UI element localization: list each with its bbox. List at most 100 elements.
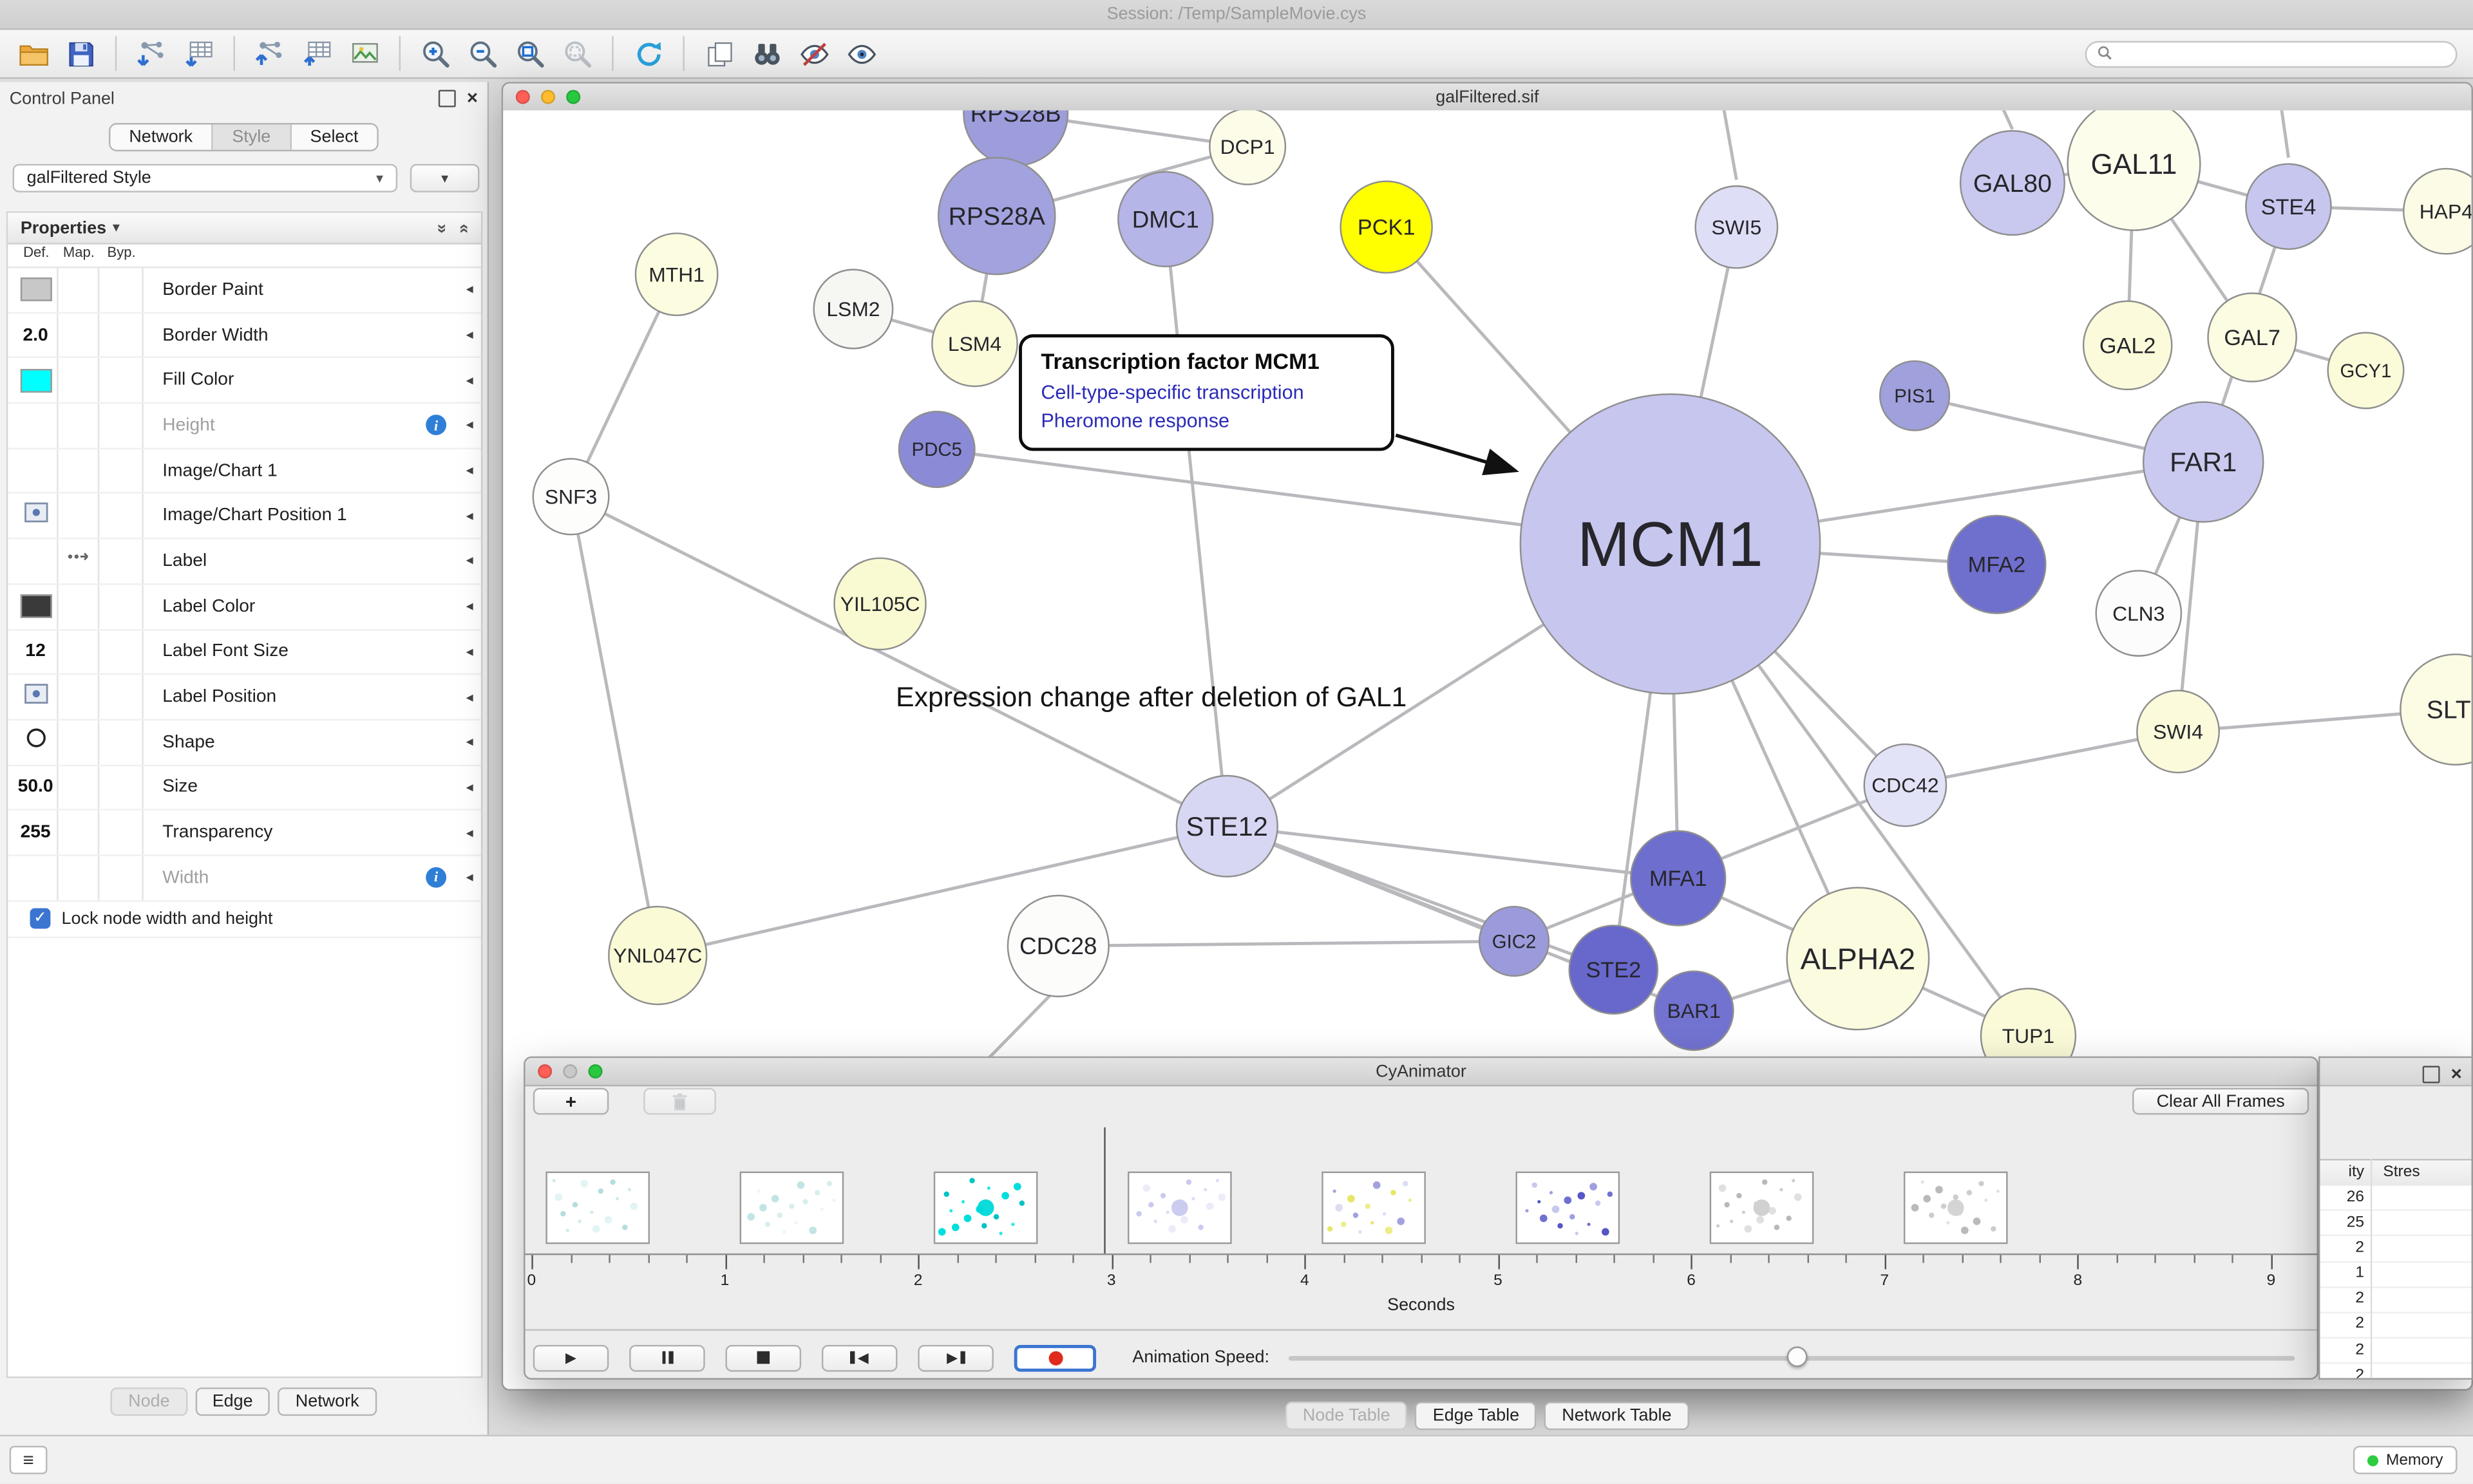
mapping-cell[interactable] (59, 585, 100, 628)
mapping-cell[interactable] (59, 494, 100, 538)
previous-frame-button[interactable]: ◀ (821, 1344, 898, 1371)
default-cell[interactable] (14, 494, 59, 538)
table-tab-network-table[interactable]: Network Table (1544, 1402, 1689, 1431)
expand-property-icon[interactable]: ◂ (466, 281, 473, 297)
node-rps28a[interactable]: RPS28A (937, 156, 1056, 276)
property-row-image-chart-1[interactable]: Image/Chart 1◂ (8, 449, 481, 494)
side-table-row[interactable]: 26 (2320, 1186, 2472, 1212)
export-network-icon[interactable] (246, 33, 293, 74)
zoom-out-icon[interactable] (459, 33, 506, 74)
expand-property-icon[interactable]: ◂ (466, 462, 473, 478)
info-icon[interactable]: i (426, 415, 447, 436)
node-gcy1[interactable]: GCY1 (2327, 332, 2405, 409)
network-snapshot-icon[interactable] (696, 33, 743, 74)
hide-selected-icon[interactable] (790, 33, 837, 74)
show-panels-menu-button[interactable]: ≡ (9, 1445, 48, 1474)
node-cln3[interactable]: CLN3 (2095, 570, 2183, 657)
play-button[interactable]: ▶ (533, 1344, 609, 1371)
import-network-icon[interactable] (128, 33, 175, 74)
side-table-row[interactable]: 2 (2320, 1237, 2472, 1263)
node-lsm4[interactable]: LSM4 (931, 300, 1018, 388)
node-gal2[interactable]: GAL2 (2082, 300, 2173, 391)
node-mfa1[interactable]: MFA1 (1630, 830, 1727, 926)
default-cell[interactable]: 2.0 (14, 313, 59, 357)
node-ste4[interactable]: STE4 (2245, 163, 2332, 250)
expand-property-icon[interactable]: ◂ (466, 371, 473, 388)
search-input[interactable] (2119, 43, 2447, 66)
table-tab-edge-table[interactable]: Edge Table (1415, 1402, 1537, 1431)
node-mth1[interactable]: MTH1 (634, 232, 719, 317)
node-gal80[interactable]: GAL80 (1959, 130, 2065, 236)
node-rps28b[interactable]: RPS28B (963, 110, 1069, 167)
default-cell[interactable]: 12 (14, 630, 59, 674)
bypass-cell[interactable] (99, 720, 144, 764)
annotation-link[interactable]: Cell-type-specific transcription (1041, 381, 1304, 404)
expand-property-icon[interactable]: ◂ (466, 733, 473, 749)
node-yil105c[interactable]: YIL105C (833, 557, 927, 651)
color-swatch[interactable] (19, 368, 52, 393)
expand-property-icon[interactable]: ◂ (466, 552, 473, 568)
mapping-cell[interactable] (59, 358, 100, 402)
default-cell[interactable]: 255 (14, 811, 59, 855)
node-gic2[interactable]: GIC2 (1478, 905, 1550, 977)
node-ste2[interactable]: STE2 (1568, 925, 1659, 1015)
node-lsm2[interactable]: LSM2 (813, 268, 894, 350)
frame-thumbnail-5[interactable] (1322, 1171, 1426, 1244)
tab-select[interactable]: Select (291, 124, 377, 150)
default-cell[interactable] (14, 358, 59, 402)
node-ste12[interactable]: STE12 (1175, 775, 1278, 878)
node-alpha2[interactable]: ALPHA2 (1786, 887, 1930, 1031)
default-cell[interactable] (14, 720, 59, 764)
expand-property-icon[interactable]: ◂ (466, 326, 473, 343)
node-cdc28[interactable]: CDC28 (1007, 894, 1110, 997)
open-session-icon[interactable] (10, 33, 57, 74)
property-row-shape[interactable]: Shape◂ (8, 720, 481, 766)
node-mcm1[interactable]: MCM1 (1519, 393, 1821, 695)
node-ynl047c[interactable]: YNL047C (608, 905, 708, 1006)
zoom-in-icon[interactable] (412, 33, 459, 74)
default-cell[interactable] (14, 449, 59, 493)
frame-thumbnail-7[interactable] (1709, 1171, 1814, 1244)
default-cell[interactable] (14, 404, 59, 447)
next-frame-button[interactable]: ▶ (918, 1344, 994, 1371)
edge-snf3-ynl047c[interactable] (569, 496, 659, 956)
frame-thumbnail-8[interactable] (1903, 1171, 2008, 1244)
color-swatch[interactable] (19, 277, 52, 302)
side-table-row[interactable]: 2 (2320, 1313, 2472, 1339)
expand-property-icon[interactable]: ◂ (466, 823, 473, 840)
add-frame-button[interactable]: + (533, 1087, 609, 1115)
node-far1[interactable]: FAR1 (2142, 401, 2264, 523)
bypass-cell[interactable] (99, 539, 144, 583)
bypass-cell[interactable] (99, 313, 144, 357)
close-window-icon[interactable] (515, 89, 530, 104)
bypass-cell[interactable] (99, 811, 144, 855)
properties-header[interactable]: Properties ▾ » « (8, 212, 481, 245)
bypass-cell[interactable] (99, 404, 144, 447)
edge-ste12-snf3[interactable] (570, 495, 1228, 828)
close-window-icon[interactable] (538, 1064, 553, 1079)
default-cell[interactable] (14, 539, 59, 583)
expand-property-icon[interactable]: ◂ (466, 869, 473, 885)
node-swi4[interactable]: SWI4 (2136, 690, 2220, 774)
import-table-icon[interactable] (175, 33, 222, 74)
record-frame-button[interactable] (1014, 1344, 1097, 1371)
edge-cdc28-gic2[interactable] (1058, 939, 1515, 948)
expand-property-icon[interactable]: ◂ (466, 778, 473, 795)
animation-speed-slider[interactable] (1288, 1346, 2295, 1368)
slider-thumb[interactable] (1786, 1346, 1807, 1367)
clear-all-frames-button[interactable]: Clear All Frames (2132, 1087, 2309, 1115)
node-hap4[interactable]: HAP4 (2403, 167, 2472, 255)
bypass-cell[interactable] (99, 494, 144, 538)
close-panel-icon[interactable]: × (2450, 1062, 2462, 1085)
side-table-row[interactable]: 25 (2320, 1211, 2472, 1237)
node-snf3[interactable]: SNF3 (532, 458, 610, 536)
find-network-icon[interactable] (743, 33, 790, 74)
frame-thumbnail-4[interactable] (1128, 1171, 1232, 1244)
frame-thumbnail-1[interactable] (545, 1171, 650, 1244)
mapping-cell[interactable] (59, 675, 100, 719)
